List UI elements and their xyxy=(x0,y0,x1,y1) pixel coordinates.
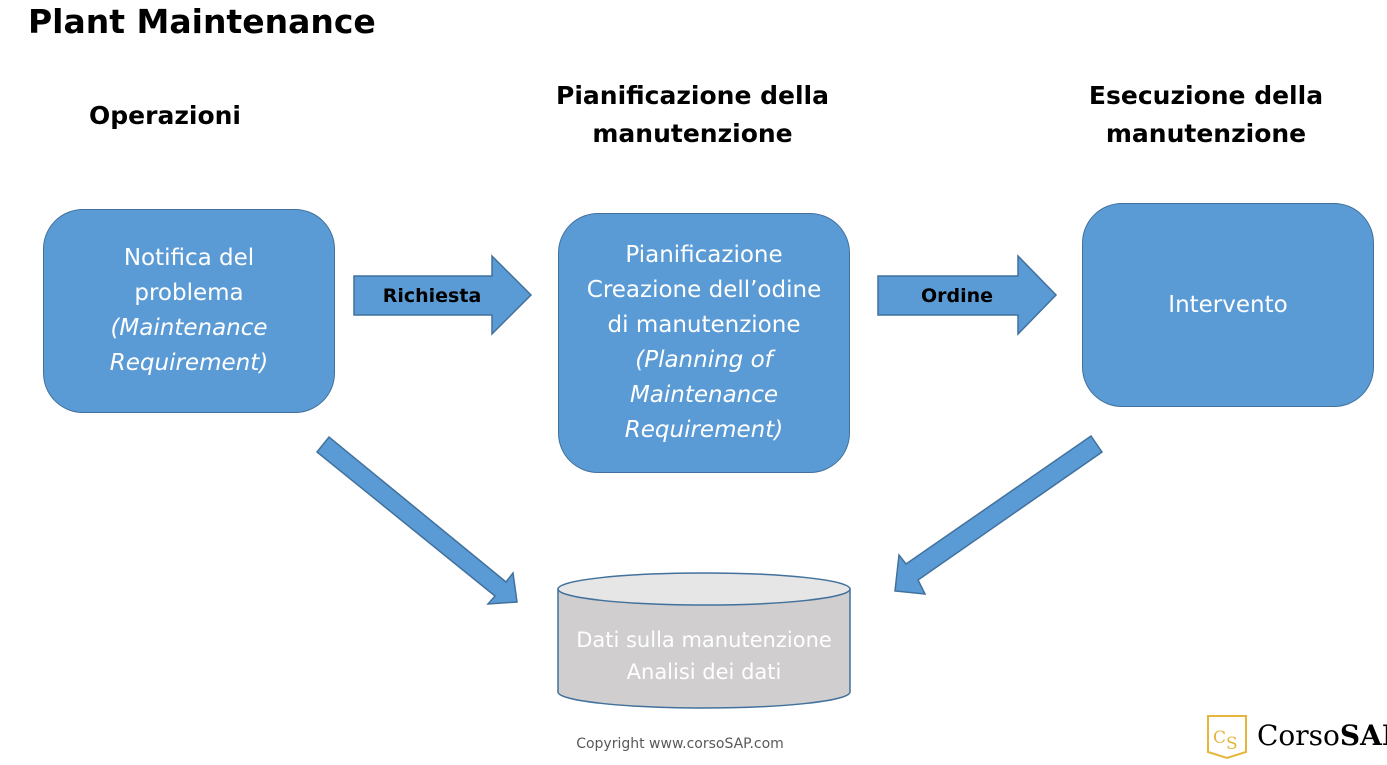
notification-line-1: Notifica del xyxy=(123,245,255,271)
notification-italic-2: Requirement) xyxy=(109,350,269,376)
database-cylinder xyxy=(557,572,851,709)
diagonal-arrow-left xyxy=(315,435,518,605)
planning-box: Pianificazione Creazione dell’odine di m… xyxy=(558,213,850,473)
execution-box: Intervento xyxy=(1082,203,1374,407)
notification-italic-1: (Maintenance xyxy=(110,315,268,341)
order-arrow xyxy=(877,254,1058,336)
logo-mark-icon: C S xyxy=(1207,715,1247,760)
header-execution-line-2: manutenzione xyxy=(1105,119,1307,148)
request-arrow-label: Richiesta xyxy=(383,285,482,307)
header-execution-line-1: Esecuzione della xyxy=(1088,81,1324,110)
copyright-text: Copyright www.corsoSAP.com xyxy=(576,736,784,752)
header-planning: Pianificazione della manutenzione xyxy=(530,77,855,153)
header-planning-line-1: Pianificazione della xyxy=(556,81,829,110)
notification-line-2: problema xyxy=(134,280,244,306)
svg-text:S: S xyxy=(1226,734,1238,754)
planning-line-3: di manutenzione xyxy=(607,312,801,338)
database-line-1: Dati sulla manutenzione xyxy=(576,628,832,652)
execution-line-1: Intervento xyxy=(1168,291,1288,318)
logo-text-regular: Corso xyxy=(1257,719,1340,752)
notification-box: Notifica del problema (Maintenance Requi… xyxy=(43,209,335,413)
header-planning-line-2: manutenzione xyxy=(592,119,793,148)
planning-italic-3: Requirement) xyxy=(624,417,784,443)
page-title: Plant Maintenance xyxy=(28,2,376,41)
database-line-2: Analisi dei dati xyxy=(626,660,782,684)
diagonal-arrow-right xyxy=(894,434,1104,595)
logo-text-bold: SAP xyxy=(1339,719,1387,752)
order-arrow-label: Ordine xyxy=(921,285,993,307)
planning-line-1: Pianificazione xyxy=(625,242,783,268)
header-operations-label: Operazioni xyxy=(89,101,241,130)
svg-text:C: C xyxy=(1213,728,1226,748)
planning-line-2: Creazione dell’odine xyxy=(586,277,822,303)
planning-italic-2: Maintenance xyxy=(629,382,779,408)
header-execution: Esecuzione della manutenzione xyxy=(1055,77,1357,153)
request-arrow xyxy=(353,254,533,336)
planning-italic-1: (Planning of xyxy=(635,347,773,373)
logo-wordmark: CorsoSAP xyxy=(1257,719,1387,752)
database-label: Dati sulla manutenzione Analisi dei dati xyxy=(558,624,850,688)
header-operations: Operazioni xyxy=(40,97,290,135)
